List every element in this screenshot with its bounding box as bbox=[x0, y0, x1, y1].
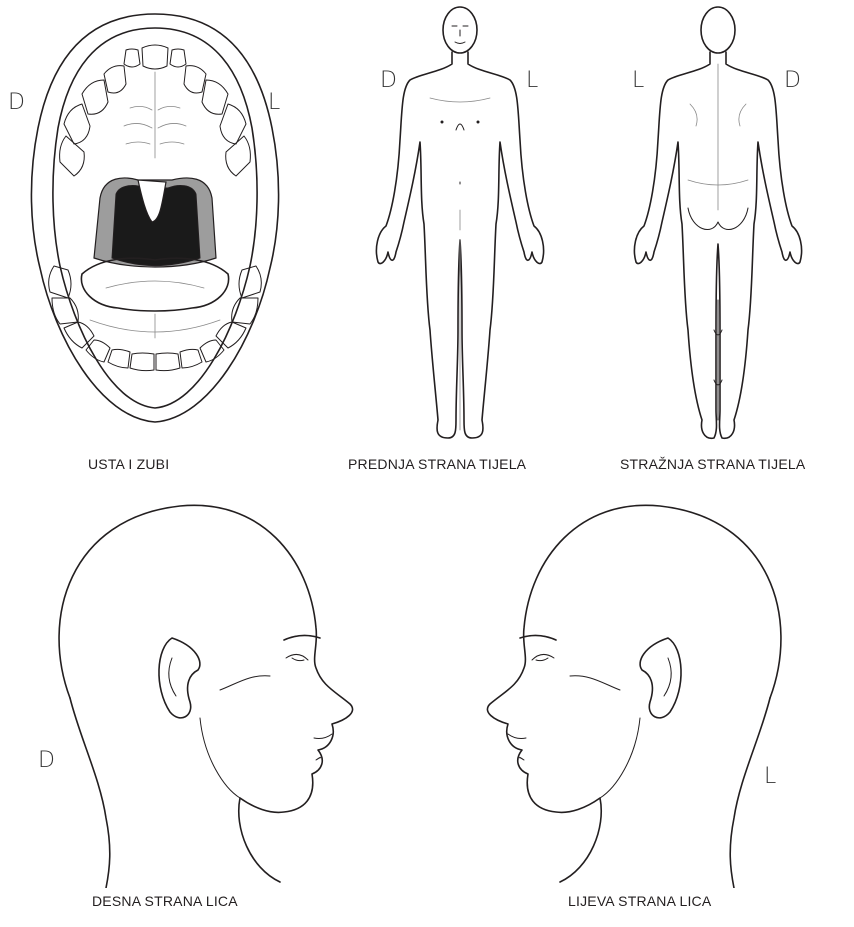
face-right-illustration bbox=[40, 498, 360, 888]
mouth-diagram: D L bbox=[20, 8, 290, 428]
body-back-caption: STRAŽNJA STRANA TIJELA bbox=[620, 456, 805, 472]
face-left-diagram: L bbox=[480, 498, 800, 888]
face-left-caption: LIJEVA STRANA LICA bbox=[568, 893, 711, 909]
mouth-caption: USTA I ZUBI bbox=[88, 456, 169, 472]
body-front-caption: PREDNJA STRANA TIJELA bbox=[348, 456, 526, 472]
mouth-illustration bbox=[20, 8, 290, 428]
body-front-diagram: D L bbox=[360, 0, 560, 450]
face-left-marker: L bbox=[764, 764, 776, 789]
body-back-left-marker: L bbox=[632, 68, 644, 93]
face-right-caption: DESNA STRANA LICA bbox=[92, 893, 238, 909]
face-right-diagram: D bbox=[40, 498, 360, 888]
mouth-left-marker: D bbox=[8, 90, 25, 115]
face-left-illustration bbox=[480, 498, 800, 888]
body-front-left-marker: D bbox=[380, 68, 397, 93]
mouth-right-marker: L bbox=[268, 90, 280, 115]
body-back-diagram: L D bbox=[618, 0, 818, 450]
face-right-marker: D bbox=[38, 748, 55, 773]
body-front-right-marker: L bbox=[526, 68, 538, 93]
body-back-right-marker: D bbox=[784, 68, 801, 93]
